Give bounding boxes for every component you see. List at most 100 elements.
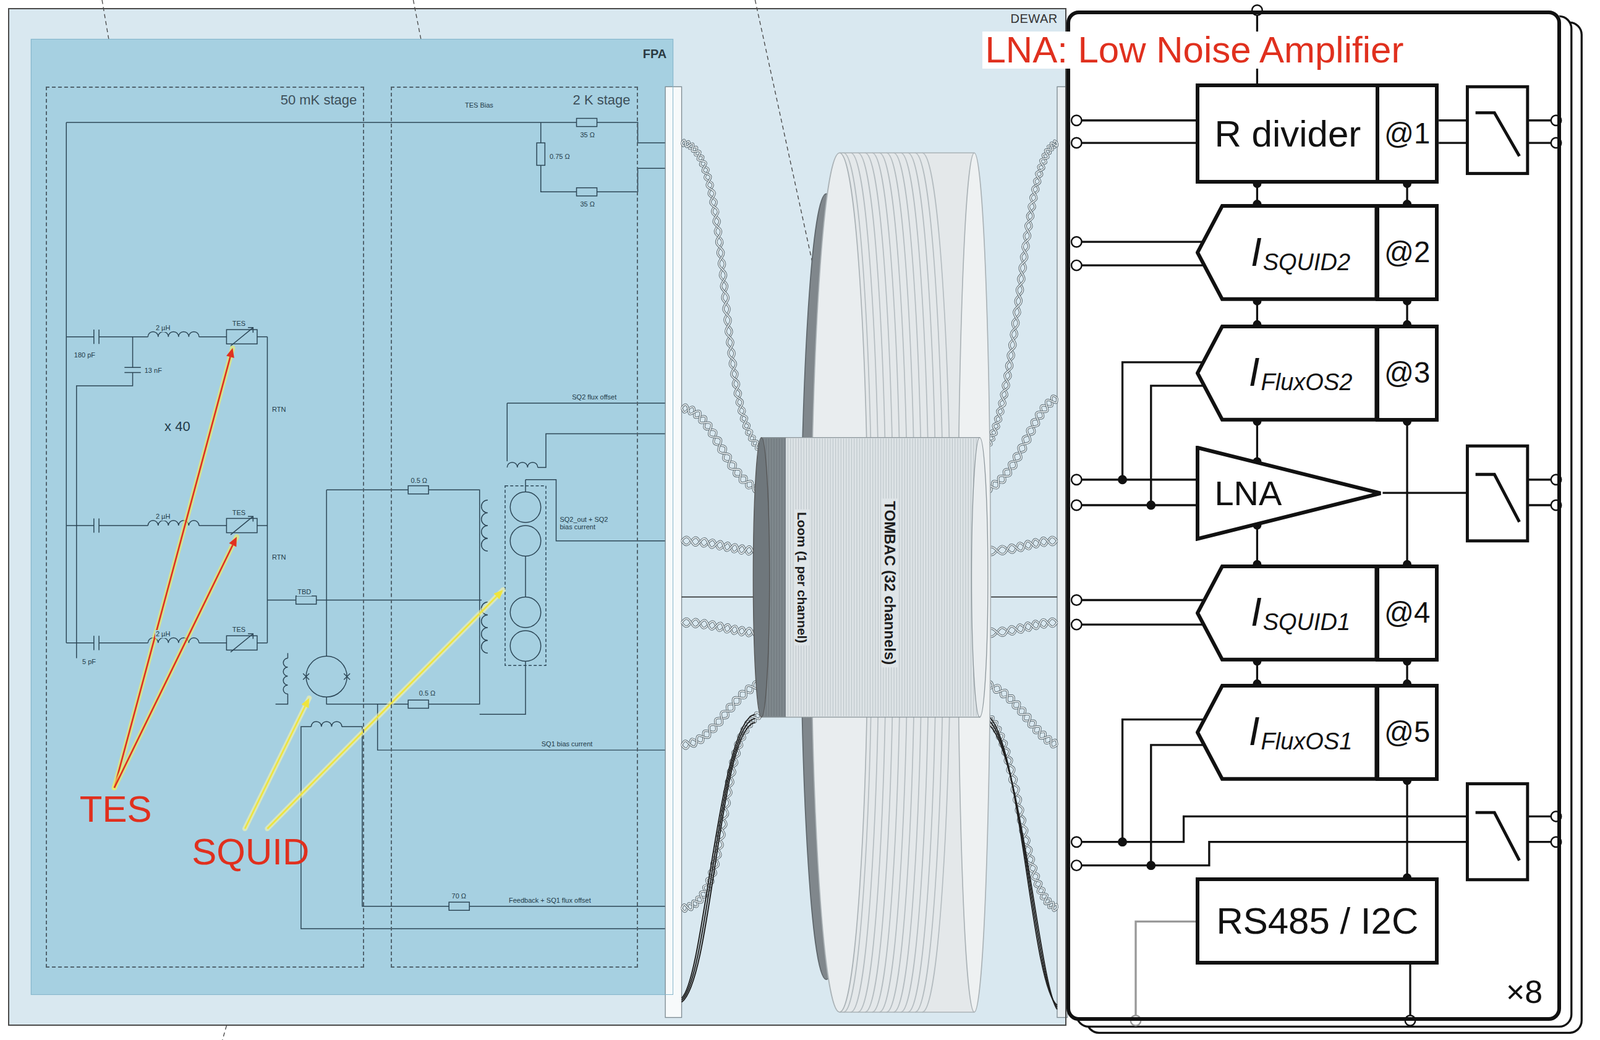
annotation-label: SQUID xyxy=(191,833,310,871)
loom-wire xyxy=(811,438,812,717)
twisted-pair xyxy=(984,712,1058,911)
capacitor-symbol xyxy=(93,635,99,650)
address-box: @5 xyxy=(1375,683,1439,781)
serial-wire xyxy=(1135,921,1196,1021)
node-label: @2 xyxy=(1384,235,1430,269)
loom-wire xyxy=(911,438,913,717)
loom-wire xyxy=(914,438,916,717)
terminal xyxy=(1071,859,1082,871)
circuit-label: SQ2 flux offset xyxy=(571,393,618,402)
circuit-wire xyxy=(267,599,296,601)
loom-wire xyxy=(938,438,940,717)
arrow-head xyxy=(493,589,504,600)
circuit-label: SQ2_out + SQ2 bias current xyxy=(558,515,621,532)
twisted-pair xyxy=(984,712,1058,911)
twisted-pair xyxy=(681,712,761,912)
circuit-wire xyxy=(257,336,268,337)
current-source: IFluxOS2 xyxy=(1195,324,1379,422)
amplifier-triangle: LNA xyxy=(1195,445,1383,541)
circuit xyxy=(66,118,666,929)
circuit-wire xyxy=(199,524,227,526)
twisted-pair xyxy=(984,398,1058,491)
twisted-pair xyxy=(984,681,1058,748)
twisted-pair xyxy=(681,404,761,493)
circuit-wire xyxy=(525,479,666,541)
circuit-wire xyxy=(537,433,666,467)
cable-loom: Loom (1 per channel) xyxy=(751,436,990,719)
circuit-label: 180 pF xyxy=(73,351,96,360)
arrow-head xyxy=(226,348,235,358)
signal-wire xyxy=(1076,241,1204,266)
loom-wire xyxy=(866,438,868,717)
arrow-glow xyxy=(114,348,233,788)
function-block: RS485 / I2C xyxy=(1195,877,1439,964)
loom-wire xyxy=(773,438,775,717)
filter-box xyxy=(1467,445,1528,541)
twisted-pair xyxy=(984,398,1058,491)
signal-wire xyxy=(1076,600,1204,626)
resistor-symbol xyxy=(536,142,545,166)
circuit-wire xyxy=(540,122,541,143)
loom-wire xyxy=(909,438,911,717)
current-source: ISQUID1 xyxy=(1195,564,1379,662)
annotation-label: LNA: Low Noise Amplifier xyxy=(982,31,1406,69)
address-box: @4 xyxy=(1375,564,1439,662)
loom-wire xyxy=(962,438,964,717)
fpa-ground xyxy=(30,38,674,996)
circuit-label: 13 nF xyxy=(144,366,163,375)
shape-outline xyxy=(751,436,990,719)
signal-wire xyxy=(1122,719,1204,866)
circuit-wire xyxy=(275,652,289,705)
loom-wire xyxy=(770,438,772,717)
tes-symbol-arrow xyxy=(230,516,253,535)
bus-connector xyxy=(1252,417,1262,467)
twisted-pair xyxy=(681,141,762,450)
node-label: @5 xyxy=(1384,715,1430,749)
loom-wire xyxy=(814,438,815,717)
circuit-label: SQ1 bias current xyxy=(540,740,594,749)
node-label: TOMBAC (32 channels) xyxy=(880,498,899,668)
label-anchor: 2 µH xyxy=(155,510,171,522)
twisted-pair xyxy=(681,406,761,490)
squid-symbol xyxy=(510,597,541,629)
circuit-label: 35 Ω xyxy=(579,200,596,209)
inductor-symbol xyxy=(506,462,538,468)
loom-wire xyxy=(930,438,932,717)
terminal xyxy=(1071,260,1082,271)
loom-wire xyxy=(816,438,818,717)
circuit-label: Feedback + SQ1 flux offset xyxy=(508,896,592,905)
bundle-cable xyxy=(985,722,1058,1010)
label-anchor: TBD xyxy=(296,585,312,597)
circuit-wire xyxy=(199,336,227,337)
loom-wire xyxy=(925,438,927,717)
control-bus xyxy=(1408,964,1411,1021)
bus-connector xyxy=(1402,776,1412,883)
circuit-wire xyxy=(325,489,327,656)
twisted-pair xyxy=(681,618,761,637)
squid-symbol xyxy=(306,655,347,697)
bus-connector xyxy=(1402,417,1412,569)
node-label: DEWAR xyxy=(1010,11,1058,26)
loom-end xyxy=(753,437,770,718)
circuit-wire xyxy=(66,336,148,337)
resistor-symbol xyxy=(408,699,429,708)
twisted-pair xyxy=(984,681,1058,748)
terminal xyxy=(1071,474,1082,485)
drawing-layer xyxy=(8,0,1582,1040)
terminal xyxy=(1071,137,1082,149)
arrow-glow xyxy=(267,589,503,829)
label-anchor: 2 µH xyxy=(155,321,171,333)
loom-wire xyxy=(790,438,791,717)
inductor-symbol xyxy=(283,658,288,695)
twisted-pair xyxy=(681,618,761,637)
loom-wire xyxy=(819,438,820,717)
loom-wire xyxy=(837,438,839,717)
circuit-label: TES xyxy=(231,319,247,328)
label-anchor: SQ2_out + SQ2 bias current xyxy=(558,515,621,533)
twisted-pair xyxy=(984,395,1058,493)
arrow-head xyxy=(228,536,237,547)
twisted-pair xyxy=(984,618,1058,637)
resistor-symbol xyxy=(576,187,598,196)
loom-wire xyxy=(840,438,842,717)
